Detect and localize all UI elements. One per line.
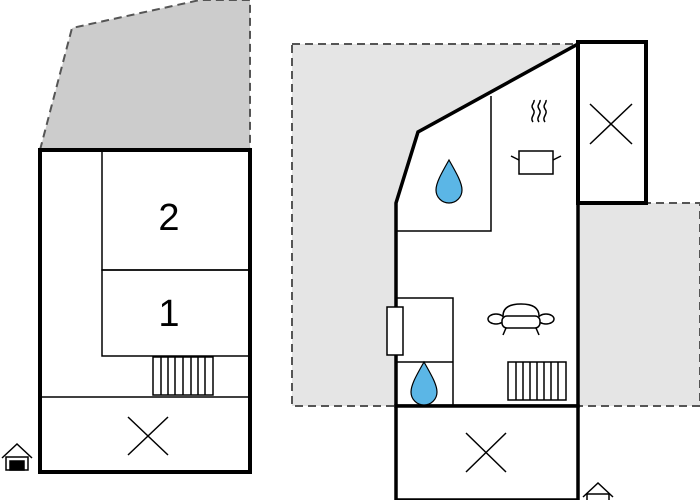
water-drop-icon: [435, 158, 463, 204]
water-drop-icon: [410, 360, 438, 406]
cooking-pot-icon: [510, 99, 562, 175]
room-1-label: 1: [158, 293, 179, 335]
sofa-icon: [487, 303, 555, 336]
left-building: [38, 148, 252, 474]
roof-area-left: [38, 0, 251, 151]
terrace-area-far-right: [577, 202, 700, 407]
radiator-icon: [507, 361, 567, 401]
entrance-icon: [582, 481, 614, 500]
stairs-icon: [152, 356, 214, 396]
room-1: [101, 269, 251, 357]
room-2-label: 2: [158, 197, 179, 239]
entrance-icon: [1, 442, 33, 471]
window: [386, 306, 404, 356]
